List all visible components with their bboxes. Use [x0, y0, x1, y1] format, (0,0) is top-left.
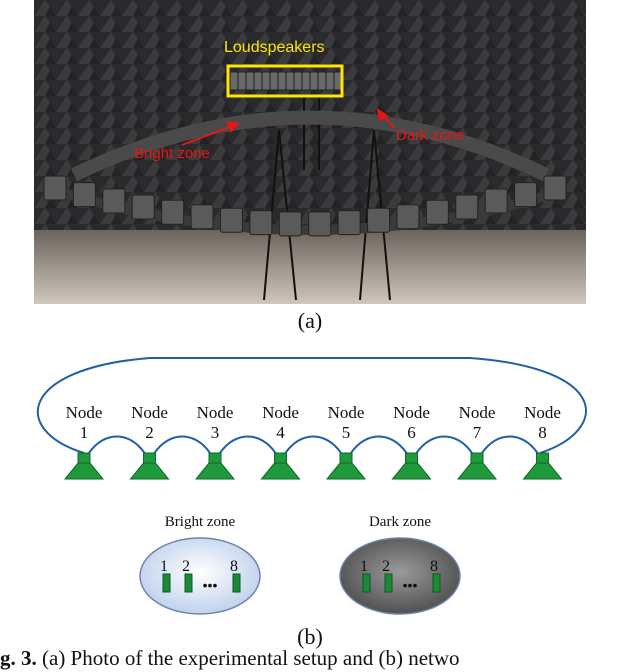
dark-zone-annotation: Dark zone — [396, 127, 464, 144]
photo-loudspeaker — [425, 199, 449, 225]
loudspeaker-icon — [325, 452, 367, 480]
node-link — [153, 435, 211, 454]
node-label: Node — [524, 403, 561, 422]
subfigure-b-label: (b) — [297, 624, 323, 649]
node-number: 4 — [276, 423, 285, 442]
photo-loudspeaker — [543, 175, 567, 201]
photo-loudspeaker — [308, 211, 332, 237]
photo-loudspeaker — [337, 210, 361, 236]
photo-loudspeaker — [229, 71, 239, 91]
loudspeaker-icon — [391, 452, 432, 480]
photo-loudspeaker — [285, 71, 295, 91]
loudspeaker-icon — [522, 452, 563, 480]
node-link — [481, 435, 539, 454]
node-number: 8 — [538, 423, 547, 442]
caption-figure-number: g. 3. — [0, 646, 37, 670]
mic-number: 1 — [160, 558, 168, 575]
ellipsis-dots: ••• — [403, 577, 418, 593]
mic-number: 2 — [382, 558, 390, 575]
mic-number: 2 — [182, 558, 190, 575]
experimental-setup-photo: Loudspeakers Bright zone Dark zone — [34, 0, 586, 304]
bright-zone-annotation: Bright zone — [134, 145, 210, 162]
loudspeaker-icon — [129, 452, 170, 480]
photo-loudspeaker — [72, 182, 96, 208]
loudspeaker-icon — [194, 452, 236, 480]
zone-ellipse — [339, 537, 461, 615]
microphone-icon — [162, 573, 171, 593]
node-label: Node — [393, 403, 430, 422]
loudspeakers-annotation: Loudspeakers — [224, 39, 325, 56]
microphone-icon — [384, 573, 393, 593]
photo-loudspeaker — [317, 71, 327, 91]
photo-loudspeaker — [161, 199, 185, 225]
network-diagram: Node1Node2Node3Node4Node5Node6Node7Node8… — [36, 357, 587, 615]
mic-number: 8 — [230, 558, 238, 575]
photo-loudspeaker — [190, 204, 214, 230]
zone-title: Dark zone — [369, 514, 431, 530]
photo-loudspeaker — [278, 211, 302, 237]
photo-loudspeaker — [237, 71, 247, 91]
node-label: Node — [66, 403, 103, 422]
photo-loudspeaker — [249, 210, 273, 236]
microphone-icon — [184, 573, 193, 593]
node-number: 6 — [407, 423, 416, 442]
photo-loudspeaker — [301, 71, 311, 91]
photo-loudspeaker — [325, 71, 335, 91]
microphone-icon — [362, 573, 371, 593]
photo-loudspeaker — [43, 175, 67, 201]
node-link — [350, 435, 408, 454]
subfigure-a-label: (a) — [297, 308, 323, 333]
mic-number: 8 — [430, 558, 438, 575]
photo-loudspeaker — [277, 71, 287, 91]
photo-loudspeaker — [245, 71, 255, 91]
photo-loudspeaker — [131, 194, 155, 220]
photo-loudspeaker — [484, 188, 508, 214]
node-label: Node — [262, 403, 299, 422]
node-link — [284, 435, 342, 454]
node-label: Node — [328, 403, 365, 422]
photo-loudspeaker — [219, 207, 243, 233]
network-loop-link — [36, 357, 587, 454]
zone-title: Bright zone — [165, 514, 236, 530]
photo-loudspeaker — [367, 207, 391, 233]
caption-text: (a) Photo of the experimental setup and … — [36, 646, 460, 670]
node-number: 3 — [211, 423, 220, 442]
node-link — [219, 435, 277, 454]
photo-loudspeaker — [455, 194, 479, 220]
loudspeaker-icon — [63, 452, 105, 480]
microphone-icon — [232, 573, 241, 593]
node-number: 2 — [145, 423, 154, 442]
photo-loudspeaker — [396, 204, 420, 230]
node-label: Node — [459, 403, 496, 422]
photo-loudspeaker — [102, 188, 126, 214]
photo-loudspeaker — [293, 71, 303, 91]
mic-number: 1 — [360, 558, 368, 575]
loudspeaker-icon — [260, 452, 301, 480]
photo-loudspeaker — [269, 71, 279, 91]
node-number: 1 — [80, 423, 89, 442]
node-link — [415, 435, 473, 454]
node-label: Node — [131, 403, 168, 422]
node-link — [88, 435, 146, 454]
zone-ellipse — [139, 537, 261, 615]
microphone-icon — [432, 573, 441, 593]
node-number: 5 — [342, 423, 351, 442]
photo-loudspeaker — [309, 71, 319, 91]
photo-loudspeaker — [253, 71, 263, 91]
photo-loudspeaker — [261, 71, 271, 91]
photo-loudspeaker — [514, 182, 538, 208]
node-number: 7 — [473, 423, 482, 442]
ellipsis-dots: ••• — [203, 577, 218, 593]
figure-caption: g. 3. (a) Photo of the experimental setu… — [0, 646, 460, 671]
node-label: Node — [197, 403, 234, 422]
loudspeaker-icon — [456, 452, 498, 480]
